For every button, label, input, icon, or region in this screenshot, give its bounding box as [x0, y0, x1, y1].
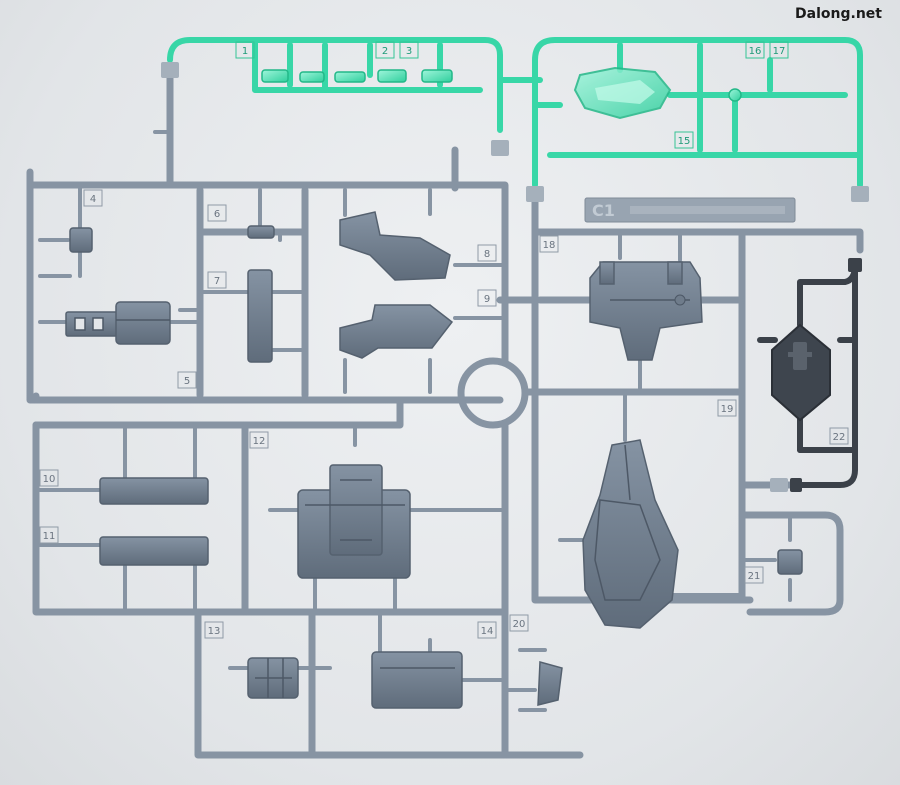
number-tag: 15	[678, 136, 691, 147]
number-tag-frame	[399, 41, 419, 59]
number-tag: 10	[43, 474, 56, 485]
number-tag-frame	[509, 614, 529, 632]
number-tag: 9	[484, 294, 490, 305]
dark-runner-cap	[790, 478, 802, 492]
number-tag-frame	[207, 204, 227, 222]
part-19	[582, 439, 679, 629]
part-18-peg	[674, 294, 686, 306]
gray-parts	[65, 211, 803, 709]
number-tag-frame	[235, 41, 255, 59]
number-tag: 7	[214, 276, 220, 287]
number-tag-frame	[674, 131, 694, 149]
clear-runner	[167, 37, 863, 188]
number-tag: 4	[90, 194, 96, 205]
number-tag: 12	[253, 436, 266, 447]
runner-caps	[161, 62, 869, 492]
part-5b	[115, 301, 171, 345]
gray-gates	[38, 130, 792, 712]
number-tag-frame	[477, 621, 497, 639]
plate-label: C1	[584, 197, 796, 223]
number-tag: 2	[382, 46, 388, 57]
number-tag: 19	[721, 404, 734, 415]
part-18-tab	[667, 261, 683, 285]
part-21	[777, 549, 803, 575]
number-tag: 13	[208, 626, 221, 637]
number-tag-frame	[829, 427, 849, 445]
dark-part-22	[771, 323, 831, 422]
number-tag-frame	[204, 621, 224, 639]
number-tag: 22	[833, 432, 846, 443]
number-tag-frame	[207, 271, 227, 289]
number-tag-frame	[717, 399, 737, 417]
number-tag: 1	[242, 46, 248, 57]
number-tag-frame	[477, 244, 497, 262]
number-tag-frame	[177, 371, 197, 389]
number-tag-frame	[83, 189, 103, 207]
number-tag-frame	[375, 41, 395, 59]
part-details	[74, 299, 690, 698]
gray-runner-frame	[26, 68, 864, 759]
number-tag-frame	[769, 41, 789, 59]
number-tag: 6	[214, 209, 220, 220]
part-14	[371, 651, 463, 709]
number-tag-frame	[745, 41, 765, 59]
part-7	[247, 269, 273, 363]
number-tag-frame	[477, 289, 497, 307]
plate-code: C1	[592, 201, 615, 220]
number-tag: 21	[748, 571, 761, 582]
clear-number-tags: 1 2 3 15 16 17	[235, 41, 789, 149]
part-20	[537, 661, 563, 706]
dark-part-22-detail	[788, 352, 812, 357]
part-18	[589, 261, 703, 361]
dark-runner-cap	[848, 258, 862, 272]
number-tag: 16	[749, 46, 762, 57]
number-tag: 18	[543, 240, 556, 251]
number-tag: 8	[484, 249, 490, 260]
number-tag: 3	[406, 46, 412, 57]
part-9	[339, 304, 454, 359]
part-6	[247, 225, 275, 239]
number-tag-frame	[539, 235, 559, 253]
number-tag: 14	[481, 626, 494, 637]
part-18-tab	[599, 261, 615, 285]
part-11	[99, 536, 209, 566]
clear-part-15-facet	[595, 80, 655, 104]
number-tag: 5	[184, 376, 190, 387]
part-10	[99, 477, 209, 505]
watermark: Dalong.net	[795, 6, 882, 22]
number-tag: 20	[513, 619, 526, 630]
number-tag: 11	[43, 531, 56, 542]
number-tag: 17	[773, 46, 786, 57]
gray-number-tags: 4 5 6 7 8 9 10 11 12 13 14 18 19 20 21 22	[39, 189, 849, 639]
number-tag-frame	[39, 469, 59, 487]
number-tag-frame	[249, 431, 269, 449]
number-tag-frame	[744, 566, 764, 584]
part-12-inner	[329, 464, 383, 556]
part-8	[339, 211, 451, 281]
number-tag-frame	[39, 526, 59, 544]
part-4	[69, 227, 93, 253]
clear-small-parts	[261, 69, 742, 102]
